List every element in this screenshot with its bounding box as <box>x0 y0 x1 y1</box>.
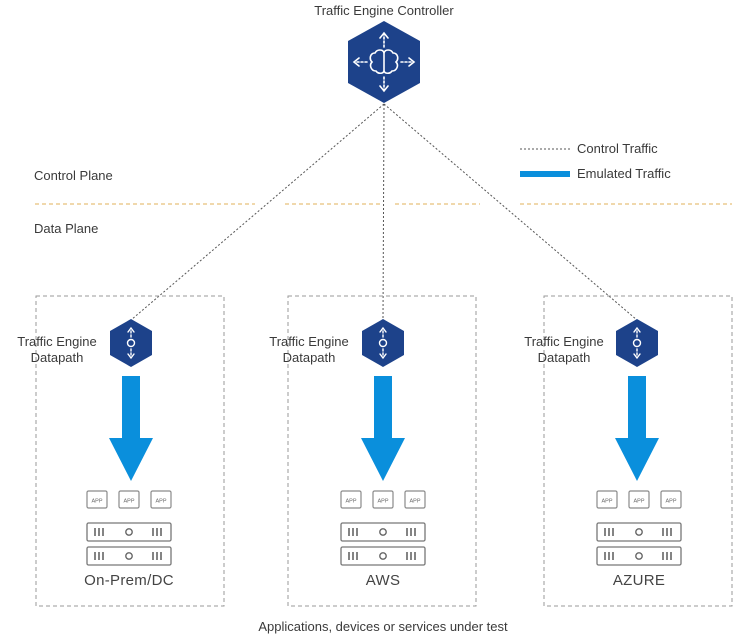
app-badge-label: APP <box>633 499 644 505</box>
app-badge-label: APP <box>91 499 102 505</box>
legend <box>520 148 570 177</box>
app-badge-label: APP <box>345 499 356 505</box>
app-badge-label: APP <box>409 499 420 505</box>
datapath-hex-icon <box>616 319 658 367</box>
server-stack-icon: APP APP APP <box>340 490 426 566</box>
legend-emulated-label: Emulated Traffic <box>577 166 671 181</box>
control-traffic-lines <box>130 103 638 321</box>
environment-boxes <box>35 295 733 607</box>
datapath-hex-icon <box>362 319 404 367</box>
box-onprem <box>35 295 225 607</box>
environment-label-aws: AWS <box>365 572 401 589</box>
controller-hex-icon <box>348 21 420 103</box>
datapath-hex-icon <box>110 319 152 367</box>
emulated-traffic-arrow <box>615 376 659 481</box>
emulated-traffic-arrow <box>361 376 405 481</box>
server-stack-icon: APP APP APP <box>596 490 682 566</box>
environment-label-azure: AZURE <box>612 572 666 589</box>
app-badge-label: APP <box>155 499 166 505</box>
control-plane-label: Control Plane <box>34 168 113 183</box>
data-plane-label: Data Plane <box>34 221 99 236</box>
datapath-label: Traffic Engine Datapath <box>524 334 604 365</box>
legend-control-label: Control Traffic <box>577 141 658 156</box>
legend-emulated-bar <box>520 171 570 177</box>
controller-label: Traffic Engine Controller <box>314 3 454 18</box>
datapath-label: Traffic Engine Datapath <box>17 334 97 365</box>
app-badge-label: APP <box>123 499 134 505</box>
app-badge-label: APP <box>377 499 388 505</box>
datapath-label: Traffic Engine Datapath <box>269 334 349 365</box>
emulated-traffic-arrow <box>109 376 153 481</box>
box-aws <box>287 295 477 607</box>
app-badge-label: APP <box>601 499 612 505</box>
environment-label-onprem: On-Prem/DC <box>84 572 174 589</box>
box-azure <box>543 295 733 607</box>
footer-caption: Applications, devices or services under … <box>258 619 508 634</box>
server-stack-icon: APP APP APP <box>86 490 172 566</box>
app-badge-label: APP <box>665 499 676 505</box>
